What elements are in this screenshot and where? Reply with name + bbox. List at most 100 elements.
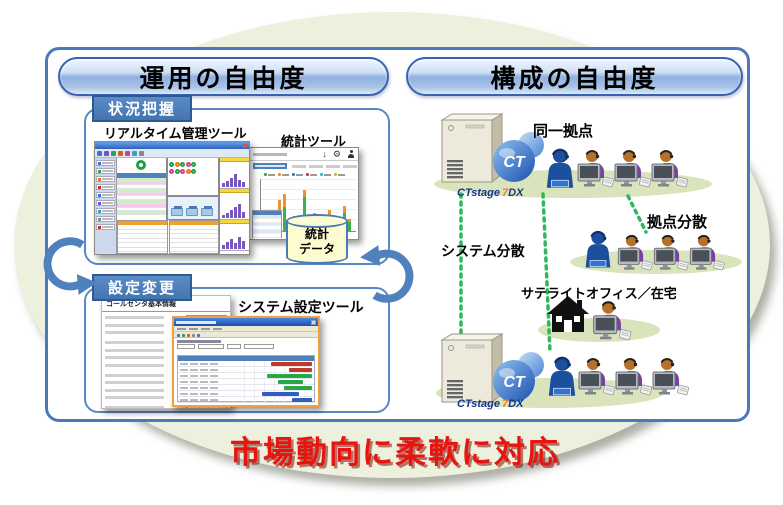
desk [171,206,183,216]
notch [98,209,101,213]
btr [118,243,167,248]
stats-legend [264,173,345,176]
msiderow [96,168,115,174]
hhead [220,220,249,224]
mgmt-body [95,158,249,254]
tcells [178,373,235,378]
mrow [117,192,166,197]
mrow [117,178,166,182]
ttrack [235,367,314,372]
donut [180,162,185,167]
trow [178,361,314,367]
tcell [210,398,218,401]
msiderow [96,176,115,182]
setting-controls [177,344,315,349]
mgmt-gauges [167,158,219,196]
lbar [282,173,289,176]
tbar [271,362,313,366]
msq [132,151,137,156]
ldot [334,173,337,176]
flabel [105,406,164,408]
btr [169,248,218,252]
realtime-tool-label: リアルタイム管理ツール [104,126,247,141]
msq [139,151,144,156]
notch [98,193,101,197]
lbar [268,173,275,176]
tcell [190,368,198,371]
tcell [180,362,188,365]
mrow [117,196,166,201]
str0 [253,230,281,234]
operator-icon [651,149,688,189]
str0 [253,215,281,219]
hbars [222,174,249,187]
tcell [190,374,198,377]
mgmt-hist [219,158,249,254]
notch [98,225,101,229]
tcell [200,398,208,401]
btr [118,234,167,239]
trow [178,373,314,379]
left-panel-title: 運用の自由度 [58,57,389,96]
mrow [117,203,166,208]
sg [283,207,286,231]
tcells [178,361,235,366]
notch [98,161,101,165]
msiderow [96,160,115,166]
sbar [102,186,113,188]
lbar [296,173,303,176]
sbar [102,194,113,196]
supervisor-icon [545,147,575,189]
msq [111,151,116,156]
tcell [210,368,218,371]
flabel [105,356,164,360]
donut [191,162,196,167]
setting-section-label [177,340,221,343]
donut [191,169,196,174]
hbars [222,204,249,218]
sbar [102,210,113,212]
sbarwrap [348,219,351,231]
mgmt-toolbar [95,149,249,158]
satellite-home-label: サテライトオフィス／在宅 [521,286,677,301]
gantt-rows [178,361,314,403]
tcell [190,386,198,389]
msq [97,151,102,156]
msiderow [96,200,115,206]
donut [180,169,185,174]
lbar [338,173,345,176]
msq [125,151,130,156]
so [328,210,331,216]
tbar [288,368,313,372]
same-site-label: 同一拠点 [533,123,594,140]
tcells [178,391,235,396]
hbar [234,243,237,249]
sbar [102,162,113,164]
notch [98,177,101,181]
tcells [178,367,235,372]
so [343,206,346,213]
litem [292,173,303,176]
litem [320,173,331,176]
flabel [105,348,164,352]
litem [334,173,345,176]
notch [98,201,101,205]
realtime-tool-screenshot [94,141,250,255]
mgmt-titlebar [95,142,249,149]
so [303,190,306,197]
sg [348,222,351,231]
trow [178,397,314,403]
tcell [180,380,188,383]
hbar [222,183,225,187]
sbar [102,170,113,172]
donut [185,162,191,167]
tcell [200,380,208,383]
msiderow [96,184,115,190]
flabel [105,373,164,377]
stats-db-label: 統計 データ [298,227,335,256]
hchart [220,158,249,189]
tcell [190,362,198,365]
tcell [180,368,188,371]
operator-icon [592,300,632,341]
